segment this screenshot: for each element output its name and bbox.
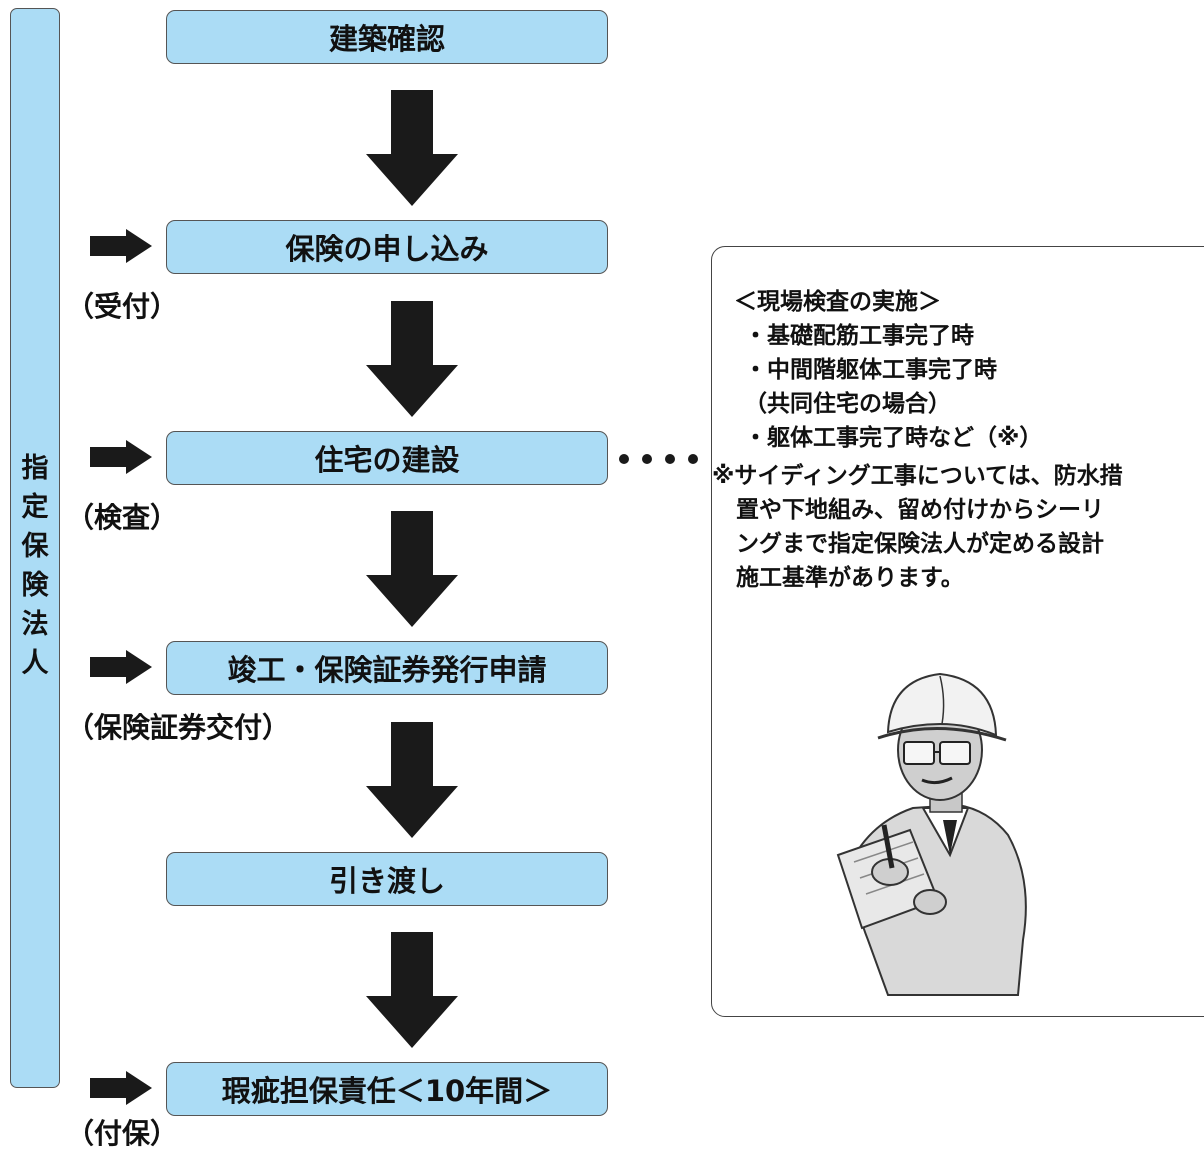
label-insured: （付保） [66,1117,179,1150]
note-item: ・中間階躯体工事完了時 [744,357,997,383]
note-title: ＜現場検査の実施＞ [734,289,941,315]
right-arrow-icon [90,440,152,474]
sidebar-char: 人 [21,648,49,679]
sidebar-char: 指 [21,453,49,484]
sidebar-char: 法 [21,609,49,640]
right-arrow-icon [90,650,152,684]
label-reception: （受付） [66,290,179,323]
down-arrow-icon [366,90,458,206]
step-handover: 引き渡し [166,852,608,906]
sidebar-char: 定 [21,492,49,523]
note-item-sub: （共同住宅の場合） [744,391,951,417]
down-arrow-icon [366,932,458,1048]
note-item: ・躯体工事完了時など（※） [744,425,1043,451]
label-certificate-issued: （保険証券交付） [66,711,291,744]
step-defect-liability: 瑕疵担保責任＜10年間＞ [166,1062,608,1116]
note-footnote: 置や下地組み、留め付けからシーリ [736,497,1104,523]
right-arrow-icon [90,229,152,263]
step-house-construction: 住宅の建設 [166,431,608,485]
down-arrow-icon [366,301,458,417]
sidebar-char: 保 [21,531,49,562]
step-insurance-application: 保険の申し込み [166,220,608,274]
dotted-connector [619,454,698,464]
step-building-confirmation: 建築確認 [166,10,608,64]
inspector-illustration [836,672,1027,996]
sidebar-label: 指 定 保 険 法 人 [11,449,59,683]
down-arrow-icon [366,722,458,838]
note-footnote: ングまで指定保険法人が定める設計 [736,531,1104,557]
sidebar-char: 険 [21,570,49,601]
note-item: ・基礎配筋工事完了時 [744,323,974,349]
label-inspection: （検査） [66,501,179,534]
down-arrow-icon [366,511,458,627]
right-arrow-icon [90,1071,152,1105]
note-footnote: ※サイディング工事については、防水措 [712,463,1123,489]
note-footnote: 施工基準があります。 [736,565,964,591]
sidebar-designated-insurer: 指 定 保 険 法 人 [10,8,60,1088]
step-completion-certificate-request: 竣工・保険証券発行申請 [166,641,608,695]
